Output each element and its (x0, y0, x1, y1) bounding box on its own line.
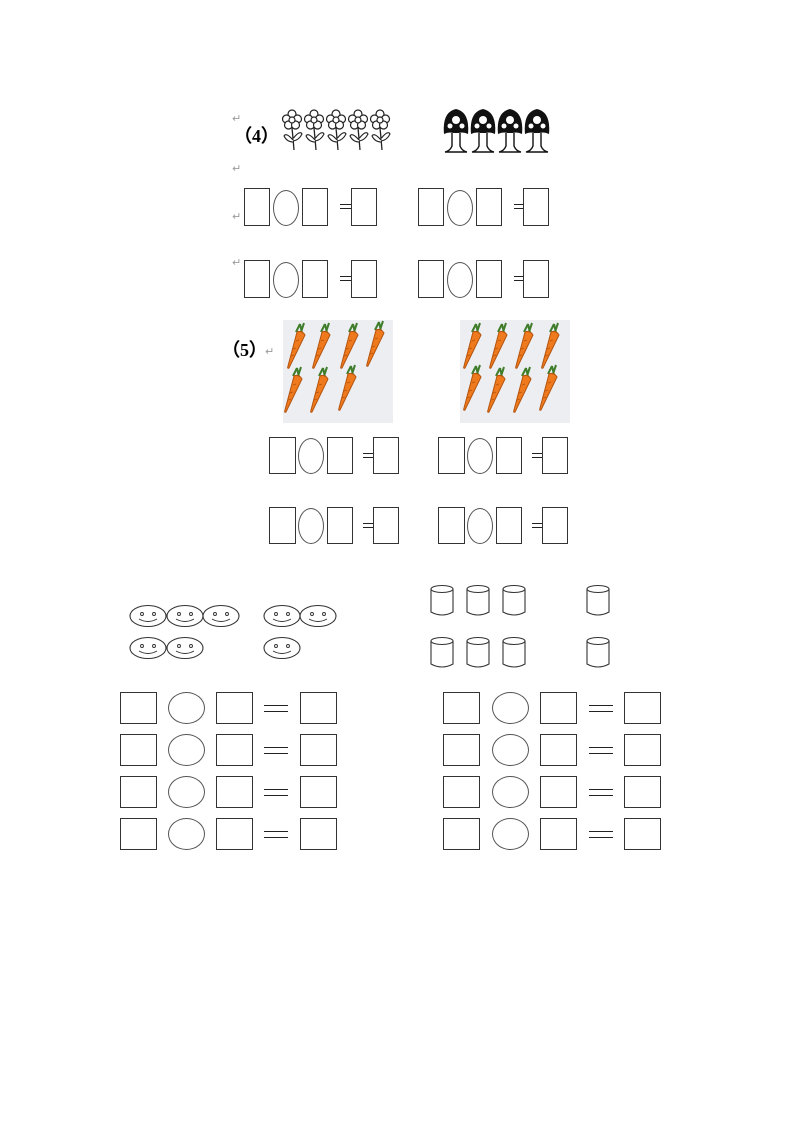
operator-oval[interactable] (447, 262, 473, 298)
answer-box[interactable] (300, 818, 337, 850)
answer-box[interactable] (120, 818, 157, 850)
answer-box[interactable] (418, 188, 444, 226)
equals-sign (340, 276, 353, 281)
smiley-face-group (128, 602, 338, 662)
paragraph-mark: ↵ (232, 112, 242, 125)
answer-box[interactable] (302, 260, 328, 298)
paragraph-mark: ↵ (232, 162, 242, 175)
operator-oval[interactable] (168, 818, 205, 850)
answer-box[interactable] (244, 260, 270, 298)
answer-box[interactable] (523, 188, 549, 226)
equals-sign (532, 523, 544, 528)
answer-box[interactable] (540, 692, 577, 724)
equals-sign (363, 523, 375, 528)
answer-box[interactable] (302, 188, 328, 226)
answer-box[interactable] (443, 776, 480, 808)
answer-box[interactable] (216, 734, 253, 766)
equals-sign (532, 453, 544, 458)
answer-box[interactable] (327, 507, 353, 544)
equals-sign (264, 789, 288, 796)
answer-box[interactable] (244, 188, 270, 226)
answer-box[interactable] (373, 507, 399, 544)
answer-box[interactable] (120, 776, 157, 808)
flower-group (282, 108, 394, 152)
operator-oval[interactable] (273, 190, 299, 226)
question-4-number: （4） (234, 126, 279, 146)
answer-box[interactable] (351, 260, 377, 298)
answer-box[interactable] (269, 507, 296, 544)
equals-sign (589, 705, 613, 712)
operator-oval[interactable] (492, 734, 529, 766)
answer-box[interactable] (120, 734, 157, 766)
answer-box[interactable] (624, 734, 661, 766)
cylinder-group (426, 582, 616, 670)
operator-oval[interactable] (168, 776, 205, 808)
answer-box[interactable] (216, 818, 253, 850)
answer-box[interactable] (476, 188, 502, 226)
operator-oval[interactable] (467, 508, 493, 544)
answer-box[interactable] (300, 776, 337, 808)
answer-box[interactable] (300, 734, 337, 766)
answer-box[interactable] (523, 260, 549, 298)
equals-sign (264, 705, 288, 712)
answer-box[interactable] (542, 507, 568, 544)
equals-sign (589, 747, 613, 754)
operator-oval[interactable] (168, 692, 205, 724)
paragraph-mark: ↵ (232, 210, 242, 223)
answer-box[interactable] (373, 437, 399, 474)
equals-sign (264, 747, 288, 754)
answer-box[interactable] (624, 818, 661, 850)
equals-sign (264, 831, 288, 838)
answer-box[interactable] (418, 260, 444, 298)
answer-box[interactable] (269, 437, 296, 474)
answer-box[interactable] (542, 437, 568, 474)
mushroom-group (442, 106, 552, 154)
equals-sign (589, 789, 613, 796)
operator-oval[interactable] (447, 190, 473, 226)
answer-box[interactable] (438, 437, 465, 474)
paragraph-mark: ↵ (265, 345, 275, 358)
answer-box[interactable] (351, 188, 377, 226)
operator-oval[interactable] (273, 262, 299, 298)
operator-oval[interactable] (492, 818, 529, 850)
operator-oval[interactable] (492, 692, 529, 724)
answer-box[interactable] (327, 437, 353, 474)
answer-box[interactable] (443, 818, 480, 850)
answer-box[interactable] (443, 734, 480, 766)
answer-box[interactable] (496, 437, 522, 474)
carrot-picture-right (460, 320, 570, 423)
equals-sign (514, 276, 527, 281)
operator-oval[interactable] (298, 508, 324, 544)
answer-box[interactable] (540, 818, 577, 850)
equals-sign (589, 831, 613, 838)
answer-box[interactable] (624, 692, 661, 724)
answer-box[interactable] (540, 776, 577, 808)
answer-box[interactable] (216, 776, 253, 808)
answer-box[interactable] (540, 734, 577, 766)
equals-sign (363, 453, 375, 458)
equals-sign (340, 204, 353, 209)
answer-box[interactable] (300, 692, 337, 724)
answer-box[interactable] (216, 692, 253, 724)
operator-oval[interactable] (168, 734, 205, 766)
answer-box[interactable] (476, 260, 502, 298)
answer-box[interactable] (624, 776, 661, 808)
equals-sign (514, 204, 527, 209)
question-5-number: （5） (222, 340, 267, 360)
answer-box[interactable] (443, 692, 480, 724)
carrot-picture-left (283, 320, 393, 423)
paragraph-mark: ↵ (232, 256, 242, 269)
operator-oval[interactable] (298, 438, 324, 474)
operator-oval[interactable] (467, 438, 493, 474)
answer-box[interactable] (438, 507, 465, 544)
answer-box[interactable] (120, 692, 157, 724)
operator-oval[interactable] (492, 776, 529, 808)
answer-box[interactable] (496, 507, 522, 544)
